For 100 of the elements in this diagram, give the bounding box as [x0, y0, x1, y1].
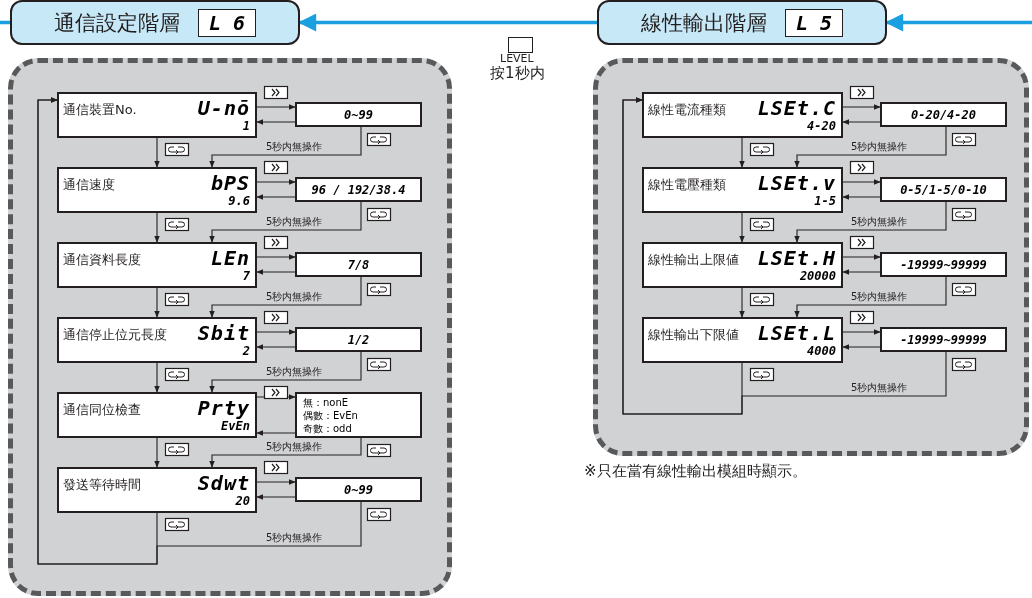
arrow	[256, 479, 296, 485]
arrow	[794, 201, 947, 243]
edge-label: 5秒内無操作	[850, 140, 909, 153]
arrow	[154, 137, 160, 168]
arrow	[154, 287, 160, 318]
setting-range-box	[295, 177, 422, 202]
arrow	[256, 344, 296, 350]
setting-range-box	[880, 102, 1007, 127]
level-title: 通信設定階層	[53, 9, 180, 37]
edge-label: 5秒内無操作	[850, 215, 909, 228]
parameter-box	[57, 92, 257, 138]
parameter-box	[642, 92, 843, 138]
arrow	[209, 126, 362, 168]
edge-label: 5秒内無操作	[265, 365, 324, 378]
parameter-box	[57, 317, 257, 363]
parameter-code: Sdwt	[197, 471, 250, 495]
setting-range-box	[295, 392, 422, 438]
arrow	[256, 104, 296, 110]
parameter-code: Sbit	[197, 321, 250, 345]
parameter-value: 7	[242, 270, 250, 283]
option-text: 偶數：EvEn	[303, 408, 358, 422]
arrow	[842, 254, 881, 260]
parameter-code: bPS	[210, 171, 250, 195]
parameter-value: 1	[242, 120, 250, 133]
footnote: ※只在當有線性輸出模組時顯示。	[584, 463, 807, 480]
parameter-value: 4-20	[807, 120, 836, 133]
parameter-label: 線性電流種類	[648, 101, 726, 119]
setting-range-box	[295, 252, 422, 277]
arrow	[842, 344, 881, 350]
parameter-label: 線性電壓種類	[648, 176, 726, 194]
parameter-value: 20	[235, 495, 250, 508]
parameter-value: 20000	[799, 270, 836, 283]
arrow	[842, 269, 881, 275]
arrow	[739, 287, 745, 318]
parameter-label: 通信裝置No.	[63, 101, 137, 119]
arrow	[209, 201, 362, 243]
parameter-label: 通信同位檢查	[63, 401, 141, 419]
setting-range: 0-5/1-5/0-10	[900, 181, 987, 198]
parameter-value: 4000	[807, 345, 836, 358]
arrow	[154, 212, 160, 243]
setting-range: 0-20/4-20	[911, 106, 976, 123]
arrow	[739, 212, 745, 243]
arrow	[739, 137, 745, 168]
parameter-value: 2	[242, 345, 250, 358]
parameter-label: 通信資料長度	[63, 251, 141, 269]
arrow	[842, 194, 881, 200]
setting-range: -19999~99999	[900, 331, 987, 348]
arrow	[256, 194, 296, 200]
arrow	[209, 351, 362, 393]
parameter-label: 線性輸出上限値	[648, 251, 739, 269]
arrow	[209, 276, 362, 318]
parameter-code: LSEt.C	[757, 96, 836, 120]
parameter-label: 通信停止位元長度	[63, 326, 167, 344]
setting-range-box	[295, 102, 422, 127]
parameter-code: LSEt.H	[757, 246, 836, 270]
setting-range: 96 / 192/38.4	[311, 181, 406, 198]
parameter-value: EvEn	[221, 420, 250, 433]
parameter-code: LEn	[210, 246, 250, 270]
arrow	[256, 329, 296, 335]
parameter-box	[57, 167, 257, 213]
level-code: L 6	[197, 8, 257, 37]
option-text: 無：nonE	[303, 395, 349, 409]
level-header	[597, 0, 887, 45]
arrow	[209, 437, 362, 468]
connector-line	[0, 20, 10, 25]
edge-label: 5秒内無操作	[265, 215, 324, 228]
arrow	[256, 269, 296, 275]
arrow	[256, 430, 296, 436]
edge-label: 5秒内無操作	[850, 381, 909, 394]
setting-range: -19999~99999	[900, 256, 987, 273]
parameter-value: 1-5	[814, 195, 836, 208]
setting-range: 7/8	[347, 256, 370, 273]
arrow	[842, 119, 881, 125]
parameter-box	[57, 392, 257, 438]
parameter-code: LSEt.L	[757, 321, 836, 345]
parameter-label: 通信速度	[63, 176, 115, 194]
setting-range-box	[295, 327, 422, 352]
setting-range-box	[880, 177, 1007, 202]
dashed-panel	[593, 58, 1029, 456]
dashed-panel	[8, 58, 452, 596]
key-label: LEVEL	[500, 53, 534, 65]
setting-range-box	[880, 327, 1007, 352]
parameter-code: Prty	[197, 396, 250, 420]
parameter-label: 發送等待時間	[63, 476, 141, 494]
setting-range-box	[295, 477, 422, 502]
arrow	[256, 179, 296, 185]
arrow	[154, 362, 160, 393]
arrow	[842, 329, 881, 335]
edge-label: 5秒内無操作	[265, 290, 324, 303]
parameter-box	[642, 317, 843, 363]
parameter-code: U-nō	[197, 96, 250, 120]
arrow	[622, 97, 947, 415]
level-title: 線性輸出階層	[640, 9, 767, 37]
arrow	[298, 13, 597, 32]
key-label: 按1秒内	[490, 65, 545, 82]
parameter-box	[642, 242, 843, 288]
arrow	[256, 394, 296, 400]
arrow	[256, 494, 296, 500]
level-header	[10, 0, 300, 45]
parameter-box	[57, 467, 257, 513]
